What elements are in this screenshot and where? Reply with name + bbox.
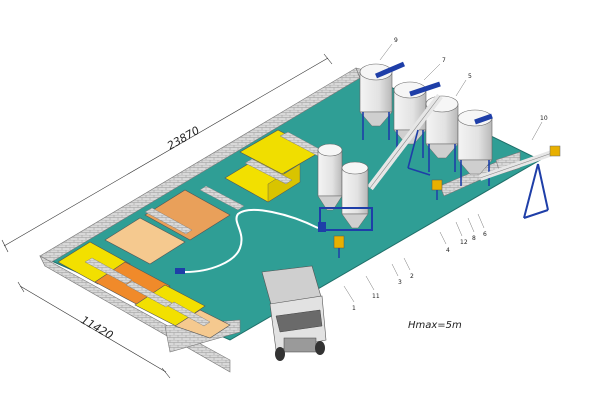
callout-1: 1 [352, 305, 356, 312]
length-label: 23870 [165, 124, 202, 153]
callout-2: 2 [410, 273, 414, 280]
callout-7: 7 [442, 57, 446, 64]
bin-tan [144, 189, 231, 241]
height-note: Hmax=5m [408, 320, 462, 331]
callout-8: 8 [472, 235, 476, 242]
inclined-conveyor [367, 93, 443, 191]
callout-3: 3 [398, 279, 402, 286]
bin-peach [104, 217, 186, 265]
callout-5: 5 [468, 73, 472, 80]
storage-bins [57, 129, 326, 339]
right-conveyor [479, 145, 561, 219]
silo-1 [359, 63, 393, 140]
large-silos [359, 61, 493, 186]
callout-10: 10 [540, 115, 548, 122]
control-panel-2 [431, 179, 443, 191]
hose-nozzle [175, 268, 185, 274]
silo-4 [457, 109, 493, 186]
truck [261, 265, 327, 361]
hose [184, 208, 319, 273]
control-panel-1 [333, 235, 345, 249]
callout-9: 9 [394, 37, 398, 44]
callout-4: 4 [446, 247, 450, 254]
callouts [343, 43, 543, 303]
callout-6: 6 [483, 231, 487, 238]
small-silos [317, 143, 373, 232]
callout-12: 12 [460, 239, 468, 246]
callout-11: 11 [372, 293, 380, 300]
width-label: 11420 [79, 313, 116, 342]
silo-3 [425, 95, 459, 172]
